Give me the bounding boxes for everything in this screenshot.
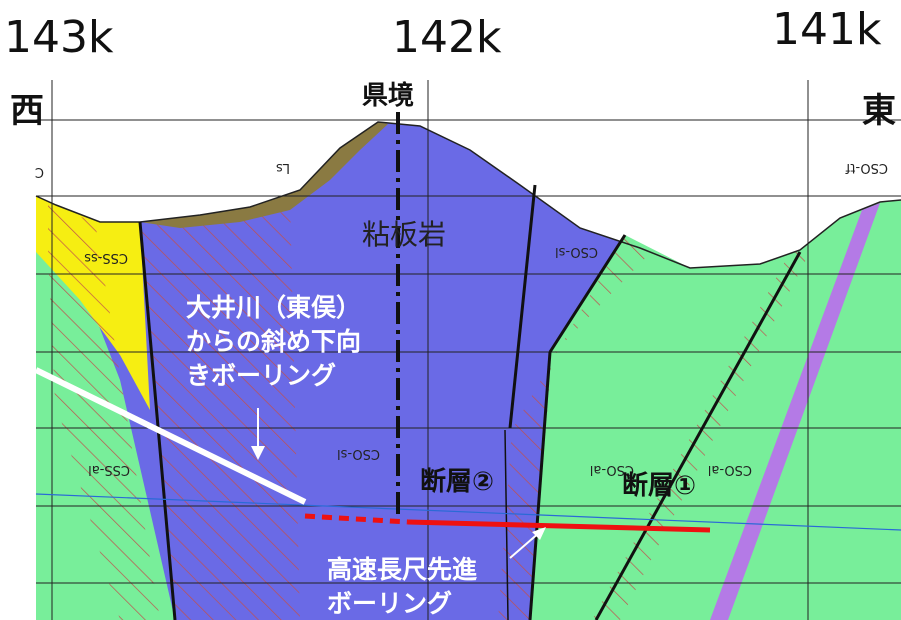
direction-east: 東 [862, 91, 896, 131]
unit-label-cso-sl-center: CSO-sl [337, 446, 380, 461]
unit-label-c: C [35, 164, 44, 179]
fault-lines [138, 184, 802, 620]
high-speed-boring-label-line-2: ボーリング [327, 589, 452, 618]
hatched-zone-west [48, 205, 160, 620]
water-line [35, 493, 901, 531]
high-speed-boring-dotted [304, 513, 409, 525]
unit-label-cso-tf: CSO-tf [845, 160, 888, 175]
unit-label-cso-sl-upper: CSO-sl [555, 244, 598, 259]
hatched-zone-slate [140, 196, 300, 620]
unit-label-ls: Ls [276, 160, 290, 175]
oigawa-boring-line [34, 367, 307, 505]
chainage-141k: 141k [772, 4, 882, 55]
chainage-142k: 142k [392, 12, 502, 63]
arrow-high-speed [509, 527, 546, 559]
direction-west: 西 [10, 91, 44, 131]
arrow-oigawa [251, 408, 265, 460]
unit-label-css-ss: CSS-ss [84, 250, 128, 265]
purple-dyke [710, 203, 880, 620]
oigawa-boring-label-line-1: 大井川（東俣） [186, 293, 361, 322]
rock-type-label: 粘板岩 [362, 218, 446, 251]
ground-surface [35, 121, 901, 269]
fault-2-label: 断層② [420, 466, 494, 497]
high-speed-boring-line [407, 519, 711, 533]
unit-label-cso-al-1: CSO-al [590, 462, 634, 477]
oigawa-boring-label-line-2: からの斜め下向 [186, 327, 361, 356]
fault-1-label: 断層① [622, 470, 696, 501]
high-speed-boring-label-line-1: 高速長尺先進 [327, 555, 477, 584]
unit-label-cso-al-2: CSO-al [708, 462, 752, 477]
unit-label-css-al: CSS-al [88, 462, 130, 477]
prefecture-border-label: 県境 [362, 80, 414, 111]
chainage-143k: 143k [4, 12, 114, 63]
oigawa-boring-label-line-3: きボーリング [186, 361, 336, 390]
grid [36, 80, 901, 620]
